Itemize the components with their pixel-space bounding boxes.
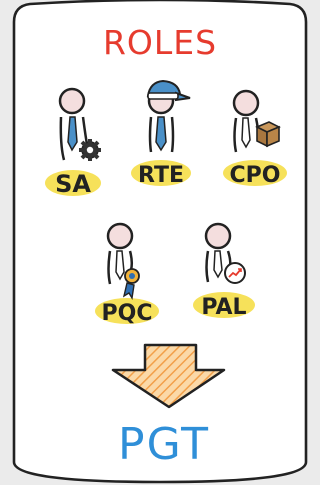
head-cpo [234,91,258,115]
head-pal [206,224,230,248]
role-label-pqc: PQC [102,301,153,326]
head-pqc [108,224,132,248]
tie-sa [68,117,77,150]
role-label-rte: RTE [138,163,184,188]
roles-title: ROLES [103,23,217,62]
tie-cpo [242,118,250,147]
box-icon [257,122,279,146]
roles-panel [14,0,306,482]
result-label: PGT [118,419,210,470]
role-label-sa: SA [55,170,91,198]
tie-pqc [116,251,124,279]
role-label-cpo: CPO [230,163,281,188]
tie-rte [156,117,166,150]
head-sa [60,89,84,113]
growth-badge-icon [225,263,245,283]
tie-pal [214,251,222,277]
role-label-pal: PAL [201,295,246,320]
gear-icon [79,139,101,161]
